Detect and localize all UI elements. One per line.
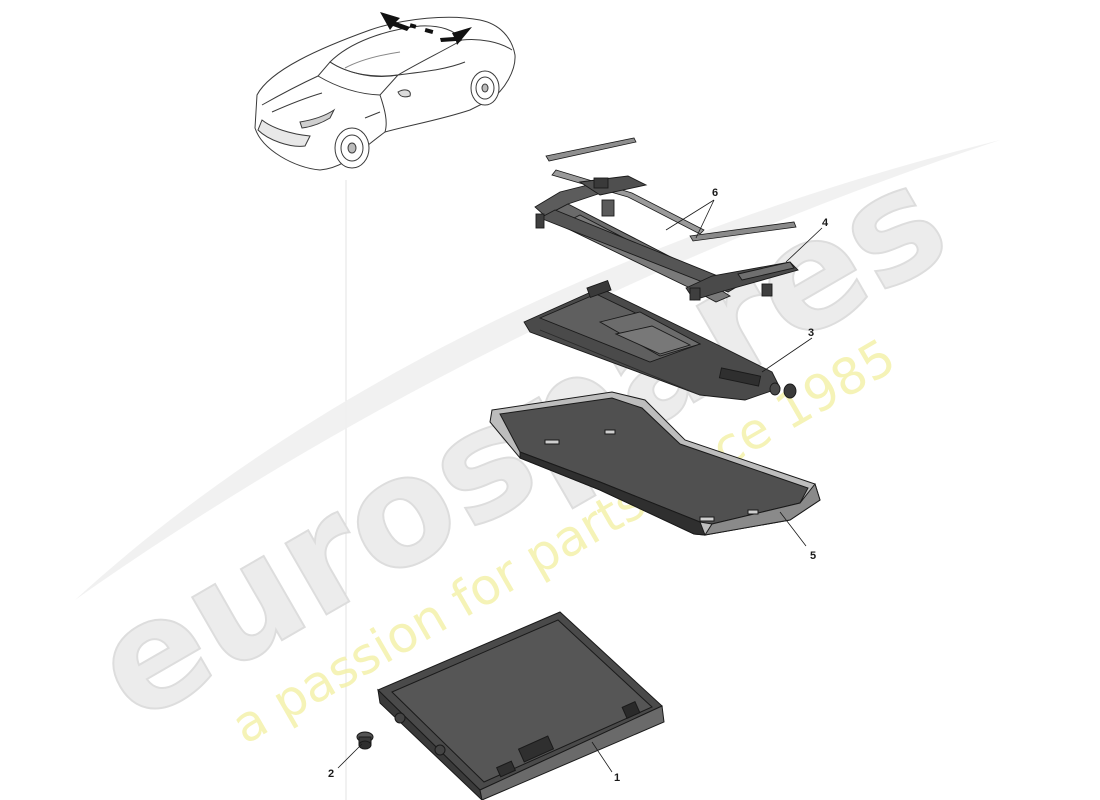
callout-3: 3 bbox=[808, 327, 814, 339]
car-locator-illustration bbox=[254, 16, 516, 171]
callout-4: 4 bbox=[822, 217, 829, 229]
part-2-screw bbox=[356, 731, 374, 750]
part-1-control-module bbox=[377, 611, 665, 800]
callout-6: 6 bbox=[712, 187, 718, 199]
callout-2: 2 bbox=[328, 768, 334, 780]
part-5-tray bbox=[489, 391, 821, 536]
leader-lines bbox=[337, 199, 823, 773]
part-4-mounting-frame bbox=[534, 175, 799, 303]
location-arrows bbox=[380, 12, 472, 45]
part-3-module-plate bbox=[523, 279, 797, 401]
callout-1: 1 bbox=[614, 772, 620, 784]
callout-5: 5 bbox=[810, 550, 816, 562]
